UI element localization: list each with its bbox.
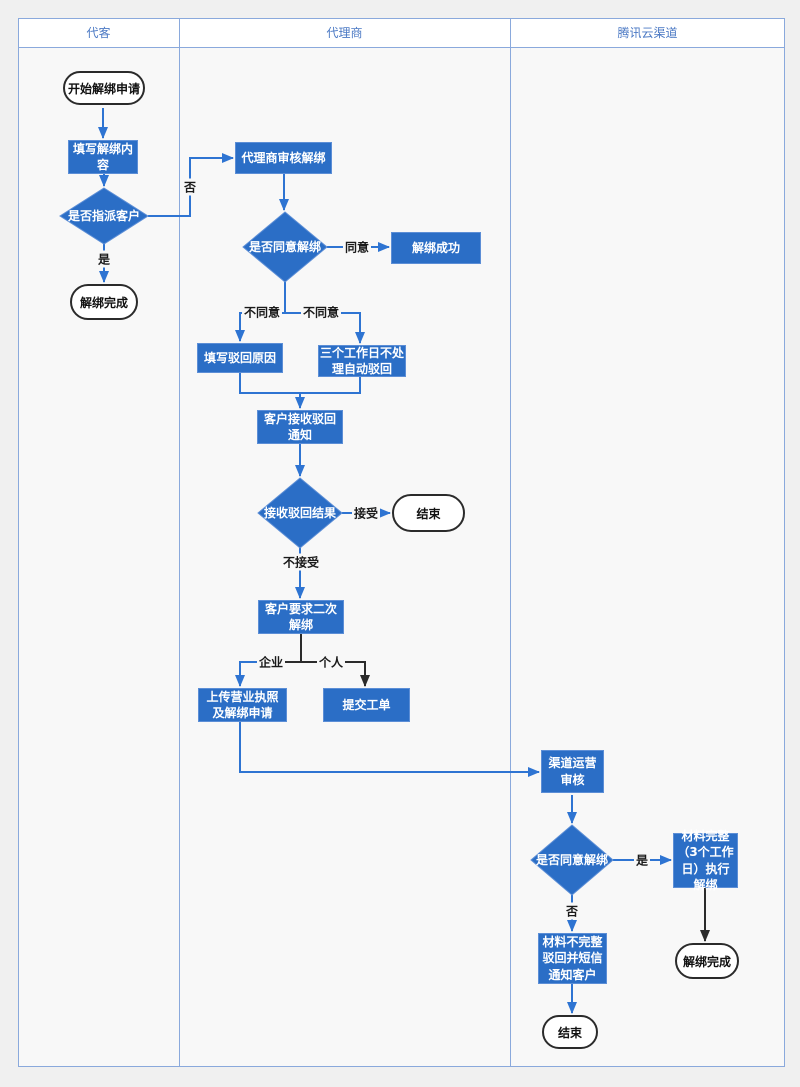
edge-label-enterprise: 企业 [256,653,286,671]
diamond-assign-customer-label: 是否指派客户 [67,209,140,223]
lane-header-tencent-cloud-channel: 腾讯云渠道 [617,26,678,40]
node-start: 开始解绑申请 [63,71,145,105]
lane-divider-1 [179,18,180,1067]
node-end-2: 结束 [542,1015,598,1049]
edge-label-no-1: 否 [181,178,199,196]
edge-label-not-accept: 不接受 [280,553,322,571]
node-receive-notice: 客户接收驳回通知 [257,410,343,444]
diamond-receive-result-label: 接收驳回结果 [263,506,336,520]
node-submit-ticket: 提交工单 [323,688,410,722]
node-fill-reject-reason: 填写驳回原因 [197,343,283,373]
node-end-1: 结束 [392,494,465,532]
edge-label-accept: 接受 [351,504,381,522]
node-upload-license: 上传营业执照及解绑申请 [198,688,287,722]
node-auto-reject: 三个工作日不处理自动驳回 [318,345,406,377]
swimlane-body [18,18,785,1067]
edge-label-agree: 同意 [342,238,372,256]
node-second-unbind: 客户要求二次解绑 [258,600,344,634]
edge-label-personal: 个人 [316,653,346,671]
node-material-complete: 材料完整（3个工作日）执行解绑 [673,829,738,892]
node-unbind-done-1: 解绑完成 [70,284,138,320]
diamond-agree-unbind-1-label: 是否同意解绑 [248,240,321,254]
lane-header-customer-agent: 代客 [86,26,111,40]
node-channel-review: 渠道运营审核 [541,750,604,793]
swimlane-header-row [18,18,785,48]
node-material-incomplete: 材料不完整驳回并短信通知客户 [538,933,607,984]
edge-label-disagree-right: 不同意 [300,303,342,321]
node-unbind-done-2: 解绑完成 [675,943,739,979]
edge-label-yes-1: 是 [95,250,113,268]
lane-header-reseller: 代理商 [326,26,363,40]
diamond-agree-unbind-2-label: 是否同意解绑 [535,853,608,867]
node-unbind-success: 解绑成功 [391,232,481,264]
edge-label-no-2: 否 [563,902,581,920]
lane-divider-2 [510,18,511,1067]
node-fill-content: 填写解绑内容 [68,140,138,174]
node-agent-review: 代理商审核解绑 [235,142,332,174]
edge-label-disagree-left: 不同意 [241,303,283,321]
edge-label-yes-2: 是 [633,851,651,869]
